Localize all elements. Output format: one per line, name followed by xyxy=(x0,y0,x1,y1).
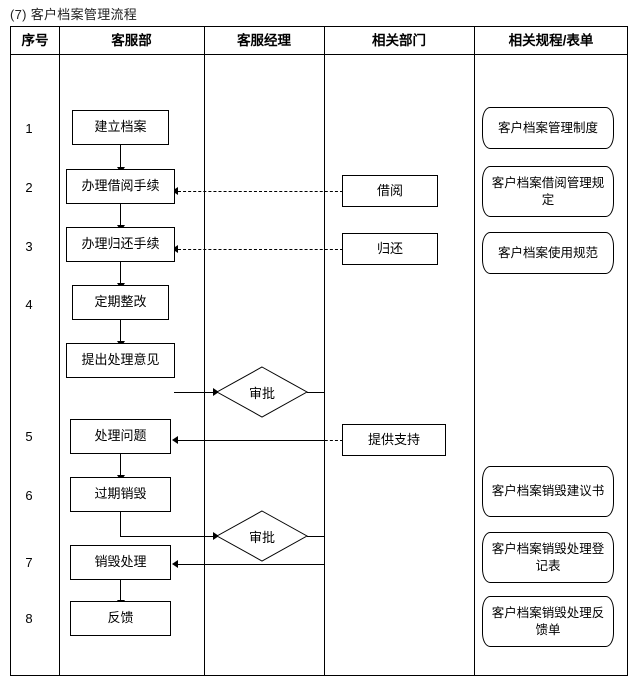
connector-decision2-to-dispose xyxy=(178,564,325,565)
row-number-3: 3 xyxy=(25,239,33,254)
decision-approval-2[interactable]: 审批 xyxy=(216,510,308,562)
arrowhead-return xyxy=(172,245,178,253)
connector-destroy-decision2 xyxy=(120,536,215,537)
process-box-return-procedure[interactable]: 办理归还手续 xyxy=(66,227,175,262)
column-divider-1 xyxy=(59,27,60,675)
process-box-regular-rectify[interactable]: 定期整改 xyxy=(72,285,169,320)
connector-handle-destroy xyxy=(120,454,121,477)
connector-decision2-out xyxy=(307,536,325,537)
connector-5-decision1 xyxy=(174,392,215,393)
arrowhead-borrow xyxy=(172,187,178,195)
decision-approval-2-label: 审批 xyxy=(248,529,275,545)
process-box-destroy-handling[interactable]: 销毁处理 xyxy=(70,545,171,580)
connector-decision1-down xyxy=(324,392,325,440)
column-divider-2 xyxy=(204,27,205,675)
document-destroy-proposal[interactable]: 客户档案销毁建议书 xyxy=(482,466,614,517)
column-divider-4 xyxy=(474,27,475,675)
column-divider-3 xyxy=(324,27,325,675)
column-header-service-manager: 客服经理 xyxy=(237,33,291,48)
row-number-7: 7 xyxy=(25,555,33,570)
connector-dispose-feedback xyxy=(120,579,121,602)
dept-box-borrow[interactable]: 借阅 xyxy=(342,175,438,207)
decision-approval-1[interactable]: 审批 xyxy=(216,366,308,418)
flowchart-table: 序号 客服部 客服经理 相关部门 相关规程/表单 xyxy=(10,26,628,676)
process-box-create-archive[interactable]: 建立档案 xyxy=(72,110,169,145)
dept-box-return[interactable]: 归还 xyxy=(342,233,438,265)
header-divider xyxy=(11,54,627,55)
row-number-8: 8 xyxy=(25,611,33,626)
process-box-feedback[interactable]: 反馈 xyxy=(70,601,171,636)
connector-decision1-out xyxy=(307,392,325,393)
row-number-4: 4 xyxy=(25,297,33,312)
process-box-expired-destroy[interactable]: 过期销毁 xyxy=(70,477,171,512)
document-destroy-register[interactable]: 客户档案销毁处理登记表 xyxy=(482,532,614,583)
row-number-5: 5 xyxy=(25,429,33,444)
column-header-related-dept: 相关部门 xyxy=(372,33,426,48)
page-title: (7) 客户档案管理流程 xyxy=(10,7,138,22)
process-box-handle-problem[interactable]: 处理问题 xyxy=(70,419,171,454)
dashed-connector-borrow xyxy=(178,191,343,192)
decision-approval-1-label: 审批 xyxy=(248,385,275,401)
connector-1-2 xyxy=(120,145,121,169)
dept-box-provide-support[interactable]: 提供支持 xyxy=(342,424,446,456)
row-number-2: 2 xyxy=(25,180,33,195)
connector-destroy-decision2-down xyxy=(120,512,121,537)
connector-3-4 xyxy=(120,262,121,285)
connector-4-5 xyxy=(120,320,121,343)
connector-2-3 xyxy=(120,204,121,227)
dashed-connector-return xyxy=(178,249,343,250)
document-archive-borrow-regulation[interactable]: 客户档案借阅管理规定 xyxy=(482,166,614,217)
row-number-6: 6 xyxy=(25,488,33,503)
document-archive-management-system[interactable]: 客户档案管理制度 xyxy=(482,107,614,149)
column-header-service-dept: 客服部 xyxy=(111,33,152,48)
process-box-propose-opinion[interactable]: 提出处理意见 xyxy=(66,343,175,378)
arrowhead-decision1-handle xyxy=(172,436,178,444)
document-destroy-feedback[interactable]: 客户档案销毁处理反馈单 xyxy=(482,596,614,647)
dashed-connector-support xyxy=(178,440,343,441)
column-header-documents: 相关规程/表单 xyxy=(508,33,594,48)
process-box-borrow-procedure[interactable]: 办理借阅手续 xyxy=(66,169,175,204)
row-number-1: 1 xyxy=(25,121,33,136)
column-header-index: 序号 xyxy=(21,33,49,48)
arrowhead-decision2-dispose xyxy=(172,560,178,568)
document-archive-usage-standard[interactable]: 客户档案使用规范 xyxy=(482,232,614,274)
connector-decision2-down xyxy=(324,536,325,564)
